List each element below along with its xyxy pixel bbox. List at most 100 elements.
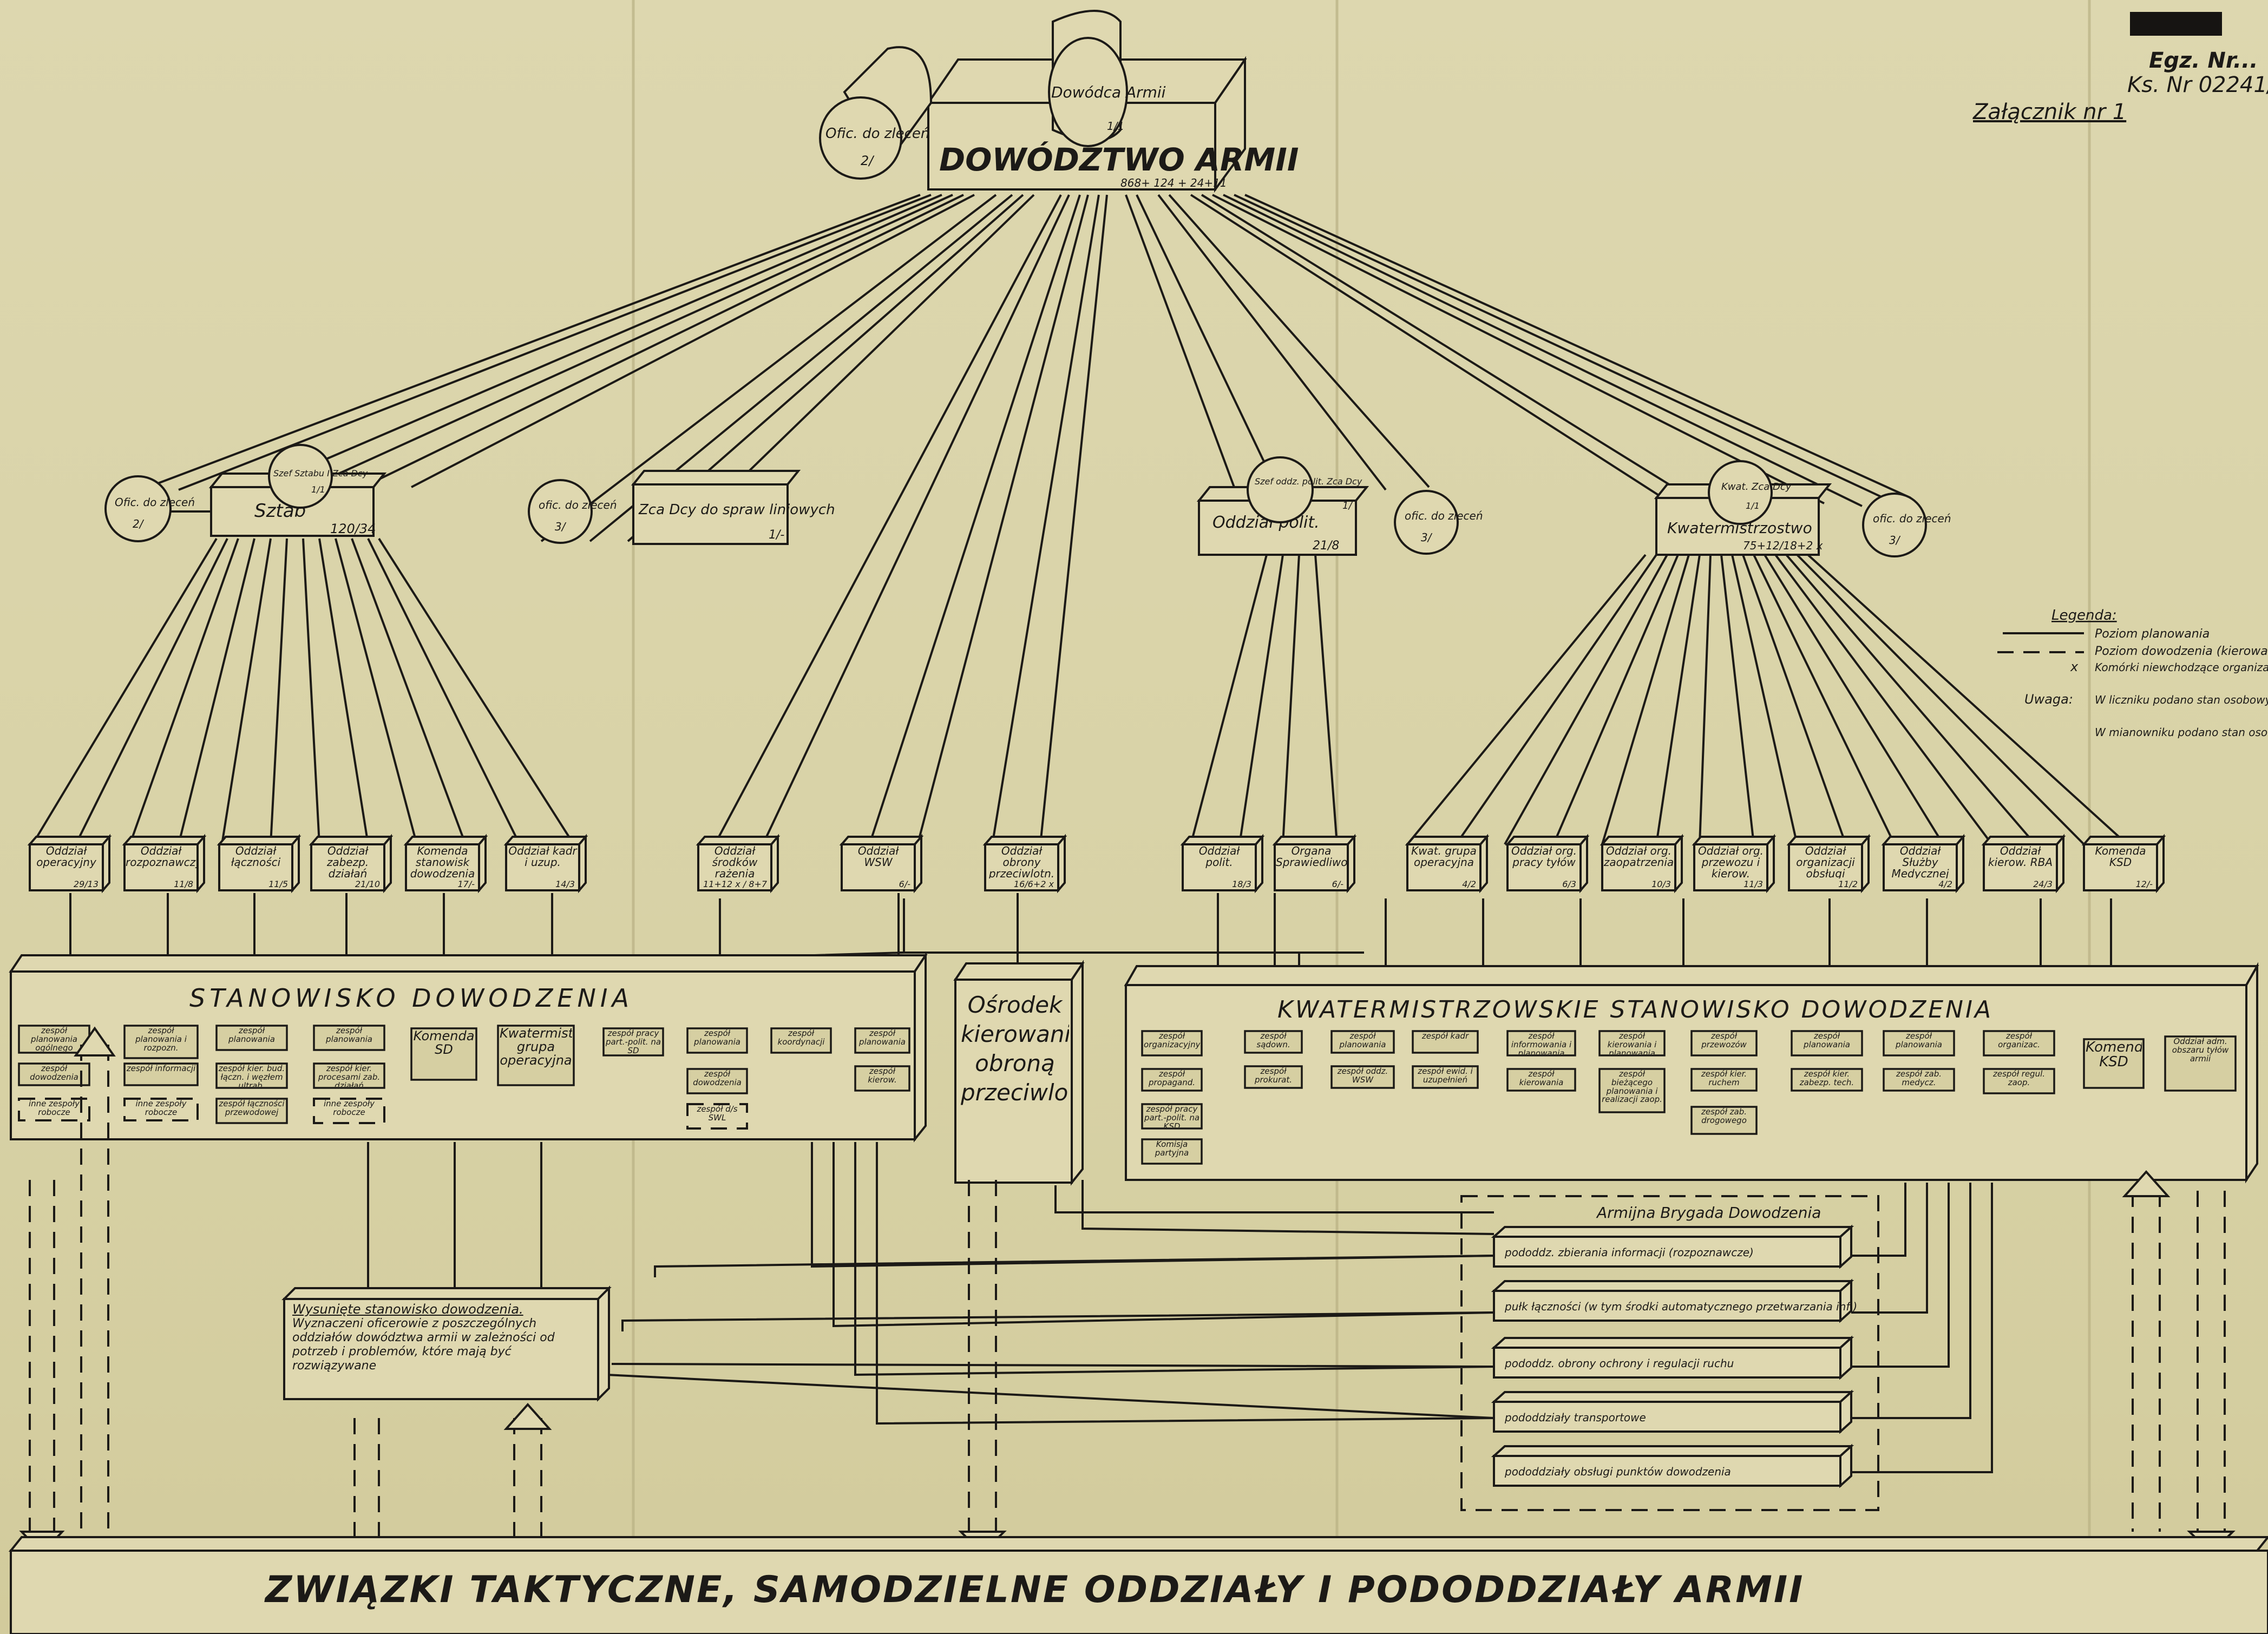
brigade-units: pododdz. zbierania informacji (rozpoznaw…: [1491, 1224, 1857, 1488]
team-box: inne zespoły robocze: [123, 1098, 199, 1121]
team-box: zespół planowania: [854, 1027, 910, 1054]
copy-label: Egz. Nr...: [2149, 48, 2258, 73]
team-label: zespół kierowania: [1519, 1070, 1564, 1087]
department-count: 29/13: [74, 879, 99, 889]
team-label: zespół ewid. i uzupełnień: [1418, 1067, 1473, 1085]
team-label: zespół kierowania i planowania zaop.: [1607, 1032, 1657, 1054]
sztab-officers-label: Ofic. do zleceń: [115, 496, 195, 509]
legend-item-planning: Poziom planowania: [2095, 627, 2210, 641]
team-label: zespół zab. drogowego: [1701, 1108, 1747, 1125]
team-label: zespół przewozów: [1701, 1032, 1747, 1049]
brigade-unit: pododdziały transportowe: [1491, 1389, 1854, 1434]
department-label: Oddział środków rażenia: [712, 845, 758, 878]
department-count: 14/3: [555, 879, 575, 889]
oddzial-polit-top-count: 21/8: [1313, 539, 1339, 553]
team-label: zespół koordynacji: [777, 1029, 825, 1047]
department-box: Oddział organizacji obsługi technicznej1…: [1786, 834, 1871, 894]
legend: Legenda: Poziom planowania Poziom dowodz…: [1997, 607, 2268, 739]
army-officers-cylinder: Ofic. do zleceń 2/: [819, 46, 933, 180]
department-count: 24/3: [2033, 879, 2053, 889]
bottom-banner: ZWIĄZKI TAKTYCZNE, SAMODZIELNE ODDZIAŁY …: [8, 1536, 2268, 1634]
rear-command-post: KWATERMISTRZOWSKIE STANOWISKO DOWODZENIA…: [1124, 962, 2259, 1184]
team-box: Komisja partyjna: [1141, 1138, 1203, 1165]
army-commander-cylinder: Dowódca Armii 1/1: [1048, 10, 1166, 147]
department-count: 10/3: [1651, 879, 1671, 889]
team-label: zespół pracy part.-polit. na SD: [605, 1029, 661, 1054]
department-box: Oddział obrony przeciwlotn.16/6+2 x: [982, 834, 1067, 894]
brigade-wiring: [606, 1142, 1993, 1473]
team-label: zespół pracy part.-polit. na KSD: [1144, 1105, 1200, 1127]
team-box: zespół kadr: [1412, 1030, 1479, 1054]
department-label: Oddział kadr i uzup.: [508, 845, 577, 869]
sztab-head-label: Szef Sztabu I Zca Dcy: [273, 468, 368, 478]
brigade-unit: pododdziały obsługi punktów dowodzenia: [1491, 1443, 1854, 1488]
department-count: 11/2: [1838, 879, 1858, 889]
team-label: zespół kier. bud. łączn. i węzłem ultrab…: [218, 1065, 285, 1087]
brigade-unit-label: pododdz. zbierania informacji (rozpoznaw…: [1504, 1246, 1754, 1259]
sztab-head-count: 1/1: [311, 484, 325, 495]
team-box: zespół przewozów: [1690, 1030, 1758, 1056]
team-box: zespół łączności przewodowej: [215, 1098, 288, 1124]
team-label: zespół kier. ruchem: [1701, 1070, 1747, 1087]
team-label: inne zespoły robocze: [135, 1100, 187, 1117]
brigade-title: Armijna Brygada Dowodzenia: [1596, 1204, 1821, 1222]
team-box: zespół planowania: [1883, 1030, 1955, 1056]
department-label: Kwat. grupa operacyjna: [1411, 845, 1477, 869]
team-box: zespół informacji: [123, 1062, 199, 1086]
department-box: Organa Sprawiedliwości6/-: [1272, 834, 1357, 894]
team-label: Komenda KSD: [2086, 1040, 2142, 1071]
team-box: zespół planowania: [686, 1027, 748, 1054]
team-box: zespół kier. zabezp. tech.: [1791, 1068, 1863, 1092]
department-label: Organa Sprawiedliwości: [1276, 845, 1347, 869]
team-box: zespół d/s SWL: [686, 1103, 748, 1130]
oddzial-polit-head-count: 1/: [1342, 500, 1353, 511]
department-count: 16/6+2 x: [1014, 879, 1054, 889]
node-zca-liniowy: Zca Dcy do spraw liniowych 1/- ofic. do …: [528, 470, 835, 545]
team-box: zespół planowania ogólnego: [18, 1025, 90, 1054]
team-box: zespół planowania: [215, 1025, 288, 1051]
team-label: zespół d/s SWL: [697, 1105, 738, 1123]
team-label: zespół organizac.: [1998, 1032, 2040, 1049]
army-command-title: DOWÓDZTWO ARMII: [939, 141, 1299, 178]
department-count: 21/10: [355, 879, 380, 889]
team-box: zespół dowodzenia: [686, 1068, 748, 1094]
team-box: Komenda KSD: [2083, 1038, 2145, 1089]
air-defense-center: Ośrodek kierowania obroną przeciwlotnicz…: [953, 960, 1085, 1186]
department-count: 11/8: [174, 879, 193, 889]
team-box: Kwatermistrzowska grupa operacyjna: [497, 1025, 575, 1086]
team-box: zespół regul. zaop.: [1983, 1068, 2055, 1094]
department-label: Komenda stanowisk dowodzenia: [410, 845, 475, 878]
classification-stamp: [2130, 12, 2222, 36]
brigade-unit-label: pododdziały obsługi punktów dowodzenia: [1504, 1465, 1731, 1478]
team-label: zespół kier. procesami zab. działań: [318, 1065, 381, 1087]
team-box: zespół zab. medycz.: [1883, 1068, 1955, 1092]
department-count: 4/2: [1938, 879, 1952, 889]
department-box: Oddział org. przewozu i kierow. ruchem11…: [1692, 834, 1777, 894]
oddzial-polit-officers-label: ofic. do zleceń: [1405, 509, 1483, 522]
brigade-unit: pułk łączności (w tym środki automatyczn…: [1491, 1278, 1857, 1323]
team-label: zespół dowodzenia: [693, 1070, 742, 1087]
legend-item-external: Komórki niewchodzące organizacyjnie w sk…: [2095, 661, 2268, 674]
team-box: zespół planowania i rozpozn.: [123, 1025, 199, 1059]
department-count: 12/-: [2135, 879, 2153, 889]
department-count: 11/5: [268, 879, 288, 889]
kwatermistrzostwo-officers-label: ofic. do zleceń: [1873, 512, 1951, 525]
department-label: Oddział polit.: [1198, 845, 1240, 869]
department-label: Oddział org. pracy tyłów: [1511, 845, 1577, 869]
forward-post-title: Wysunięte stanowisko dowodzenia.: [292, 1302, 523, 1317]
team-label: Komisja partyjna: [1155, 1140, 1189, 1158]
department-label: Oddział zabezp. działań wojsk: [326, 845, 369, 878]
zca-liniowy-count: 1/-: [769, 528, 784, 542]
oddzial-polit-head-label: Szef oddz. polit. Zca Dcy: [1255, 476, 1362, 487]
oddzial-polit-officers-count: 3/: [1421, 531, 1433, 544]
kwatermistrzostwo-officers-count: 3/: [1889, 534, 1901, 547]
team-box: zespół planowania: [313, 1025, 385, 1051]
team-box: zespół kierowania i planowania zaop.: [1598, 1030, 1666, 1056]
